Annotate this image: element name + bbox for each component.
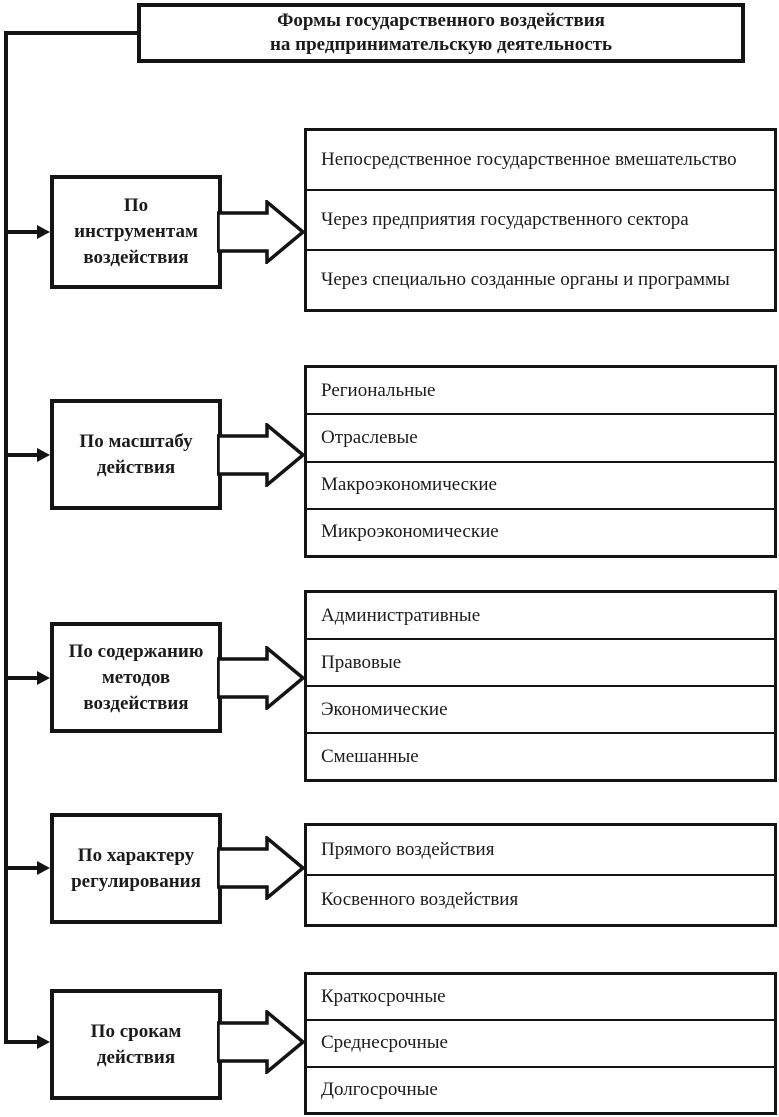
- list-item-label: Непосредственное государственное вмешате…: [321, 149, 737, 170]
- category-label: По масштабу действия: [79, 430, 193, 478]
- list-item-label: Прямого воздействия: [321, 839, 495, 860]
- option-list-regulation: Прямого воздействия Косвенного воздейств…: [304, 823, 777, 927]
- list-item: Краткосрочные: [307, 975, 774, 1019]
- category-box-scale: По масштабу действия: [50, 399, 222, 510]
- list-item: Экономические: [307, 685, 774, 732]
- branch-line-2: [4, 453, 39, 457]
- category-label: По содержанию методов воздействия: [68, 640, 204, 714]
- category-box-instruments: По инструментам воздействия: [50, 175, 222, 289]
- list-item-label: Отраслевые: [321, 426, 418, 448]
- list-item: Через предприятия государственного секто…: [307, 189, 774, 249]
- list-item-label: Правовые: [321, 651, 402, 673]
- branch-arrowhead-icon: [37, 671, 50, 685]
- branch-line-5: [4, 1040, 39, 1044]
- branch-arrowhead-icon: [37, 448, 50, 462]
- list-item: Косвенного воздействия: [307, 874, 774, 924]
- list-item-label: Экономические: [321, 698, 448, 720]
- list-item: Непосредственное государственное вмешате…: [307, 131, 774, 189]
- branch-line-1: [4, 230, 39, 234]
- branch-line-3: [4, 676, 39, 680]
- list-item: Долгосрочные: [307, 1065, 774, 1112]
- list-item-label: Административные: [321, 604, 481, 626]
- trunk-line: [4, 31, 8, 1044]
- list-item-label: Макроэкономические: [321, 474, 497, 496]
- block-arrow-icon: [217, 200, 305, 264]
- list-item-label: Через специально созданные органы и прог…: [321, 269, 730, 290]
- title-connector-line: [4, 31, 137, 35]
- block-arrow-icon: [217, 836, 305, 900]
- list-item: Микроэкономические: [307, 507, 774, 555]
- branch-arrowhead-icon: [37, 861, 50, 875]
- list-item-label: Краткосрочные: [321, 986, 446, 1008]
- list-item-label: Косвенного воздействия: [321, 889, 519, 910]
- list-item: Макроэкономические: [307, 460, 774, 508]
- category-label: По характеру регулирования: [71, 844, 201, 892]
- list-item-label: Через предприятия государственного секто…: [321, 209, 689, 230]
- block-arrow-icon: [217, 1010, 305, 1074]
- list-item: Смешанные: [307, 732, 774, 779]
- branch-line-4: [4, 866, 39, 870]
- branch-arrowhead-icon: [37, 1035, 50, 1049]
- list-item: Через специально созданные органы и прог…: [307, 249, 774, 309]
- option-list-terms: Краткосрочные Среднесрочные Долгосрочные: [304, 972, 777, 1115]
- title-box: Формы государственного воздействия на пр…: [137, 3, 745, 63]
- list-item: Административные: [307, 593, 774, 638]
- branch-arrowhead-icon: [37, 225, 50, 239]
- category-label: По срокам действия: [90, 1020, 182, 1068]
- list-item-label: Среднесрочные: [321, 1032, 448, 1054]
- list-item: Среднесрочные: [307, 1019, 774, 1065]
- list-item: Прямого воздействия: [307, 826, 774, 874]
- list-item-label: Смешанные: [321, 745, 419, 767]
- list-item-label: Региональные: [321, 379, 436, 401]
- list-item-label: Микроэкономические: [321, 521, 499, 543]
- option-list-methods: Административные Правовые Экономические …: [304, 590, 777, 782]
- block-arrow-icon: [217, 646, 305, 710]
- option-list-instruments: Непосредственное государственное вмешате…: [304, 128, 777, 312]
- list-item: Правовые: [307, 638, 774, 685]
- list-item-label: Долгосрочные: [321, 1078, 438, 1100]
- category-box-terms: По срокам действия: [50, 989, 222, 1100]
- option-list-scale: Региональные Отраслевые Макроэкономическ…: [304, 365, 777, 558]
- category-label: По инструментам воздействия: [74, 195, 198, 268]
- category-box-methods: По содержанию методов воздействия: [50, 622, 222, 733]
- list-item: Региональные: [307, 368, 774, 413]
- diagram-title: Формы государственного воздействия на пр…: [269, 10, 613, 55]
- list-item: Отраслевые: [307, 413, 774, 460]
- category-box-regulation: По характеру регулирования: [50, 813, 222, 924]
- block-arrow-icon: [217, 423, 305, 487]
